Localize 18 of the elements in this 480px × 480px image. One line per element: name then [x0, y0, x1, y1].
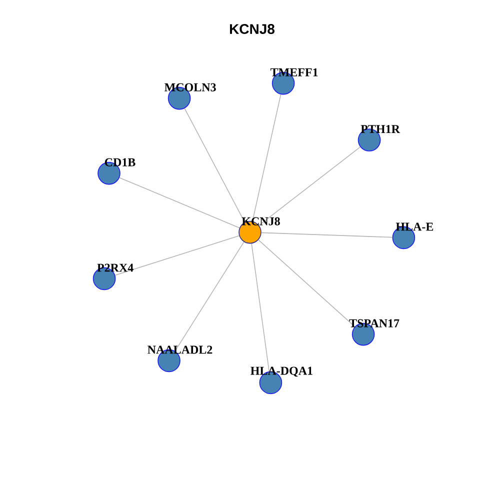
node-label: TMEFF1: [270, 68, 318, 76]
node-label: KCNJ8: [242, 217, 280, 226]
node-label: P2RX4: [97, 264, 134, 272]
connector-line: [258, 240, 356, 328]
title: KCNJ8: [230, 24, 274, 34]
node-label: MCOLN3: [164, 83, 216, 92]
connector-line: [258, 146, 361, 226]
node-label: TSPAN17: [349, 319, 400, 328]
connector-line: [261, 232, 393, 238]
connector-line: [119, 177, 240, 228]
connector-line: [251, 243, 270, 372]
node-label: HLA-DQA1: [250, 366, 312, 377]
node-label: HLA-E: [396, 222, 434, 231]
node-label: PTH1R: [360, 125, 400, 133]
connector-line: [114, 235, 240, 276]
node-label: NAALADL2: [148, 346, 212, 354]
connector-line: [174, 242, 244, 352]
node-label: CD1B: [104, 158, 136, 166]
